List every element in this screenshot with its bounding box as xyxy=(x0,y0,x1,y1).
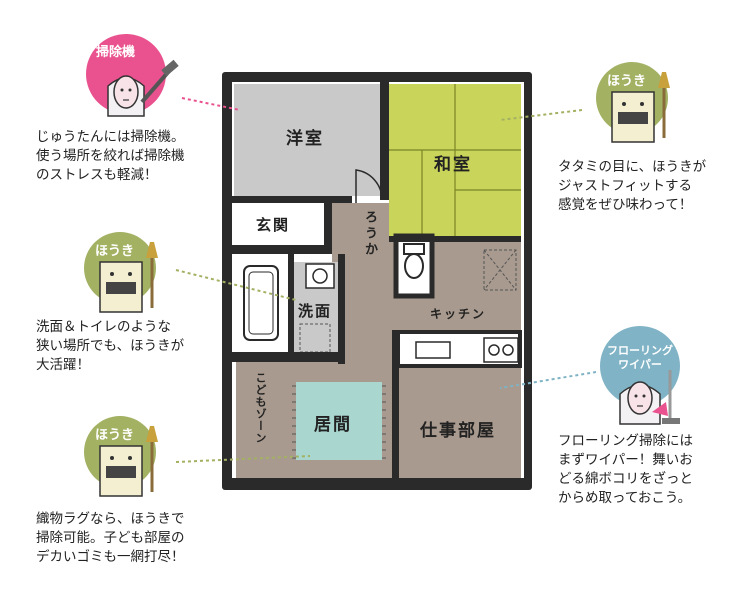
wiper-tag-line1: フローリング xyxy=(607,344,673,357)
hall-lower xyxy=(345,300,395,370)
stove xyxy=(483,337,519,363)
room-label-kids-zone: こどもゾーン xyxy=(254,372,267,444)
entrance-floor xyxy=(234,203,324,245)
room-label-washroom: 洗面 xyxy=(298,302,333,320)
wall-under-western xyxy=(232,196,352,203)
caption-tatami-line-1: タタミの目に、ほうきが xyxy=(558,159,707,175)
broom-tag-mid: ほうき xyxy=(95,244,135,259)
sink-box xyxy=(305,263,335,289)
room-label-kitchen: キッチン xyxy=(430,307,487,321)
rug-fringe xyxy=(292,385,386,459)
room-label-hallway: ろうか xyxy=(362,210,377,258)
wall-kitchen-left xyxy=(392,330,399,480)
caption-vacuum-line-1: じゅうたんには掃除機。 xyxy=(36,129,185,145)
room-label-japanese: 和室 xyxy=(434,155,472,175)
caption-tatami-line-3: 感覚をぜひ味わって！ xyxy=(558,197,693,213)
vacuum-tag: 掃除機 xyxy=(96,45,136,60)
caption-rug-line-2: 掃除可能。子ども部屋の xyxy=(36,530,185,546)
caption-washroom-line-1: 洗面＆トイレのような xyxy=(36,319,171,335)
broom-character-mid xyxy=(84,232,158,313)
wall-entrance-right xyxy=(324,203,332,253)
caption-wiper-line-2: まずワイパー！舞いお xyxy=(558,452,693,468)
wall-w-j xyxy=(380,82,389,200)
caption-washroom: 洗面＆トイレのような 狭い場所でも、ほうきが 大活躍！ xyxy=(36,318,184,375)
wiper-tag-line2: ワイパー xyxy=(618,358,662,371)
room-label-workroom: 仕事部屋 xyxy=(420,421,496,441)
caption-vacuum-line-2: 使う場所を絞れば掃除機 xyxy=(36,148,185,164)
caption-tatami: タタミの目に、ほうきが ジャストフィットする 感覚をぜひ味わって！ xyxy=(558,158,706,215)
broom-tag-bottom: ほうき xyxy=(95,428,135,443)
wall-under-tatami xyxy=(389,236,521,242)
caption-washroom-line-2: 狭い場所でも、ほうきが xyxy=(36,338,185,354)
wall-bath-right xyxy=(288,254,294,358)
kitchen-sink xyxy=(415,341,451,359)
caption-rug: 織物ラグなら、ほうきで 掃除可能。子ども部屋の デカいゴミも一網打尽！ xyxy=(36,510,185,567)
caption-vacuum-line-3: のストレスも軽減！ xyxy=(36,167,158,183)
caption-vacuum: じゅうたんには掃除機。 使う場所を絞れば掃除機 のストレスも軽減！ xyxy=(36,128,185,185)
tatami-lines xyxy=(389,84,521,236)
sink xyxy=(312,268,328,284)
broom-character-bottom xyxy=(84,416,158,497)
kids-floor xyxy=(236,362,296,480)
caption-rug-line-1: 織物ラグなら、ほうきで xyxy=(36,511,185,527)
wall-wash-right xyxy=(338,254,345,364)
caption-wiper: フローリング掃除には まずワイパー！舞いお どる綿ボコリをざっと からめ取ってお… xyxy=(558,432,693,508)
bathtub-inner xyxy=(248,271,274,335)
broom-tag-top: ほうき xyxy=(607,74,647,89)
toilet-tank xyxy=(403,243,425,255)
caption-tatami-line-2: ジャストフィットする xyxy=(558,178,693,194)
fridge-space xyxy=(483,249,517,291)
connectors xyxy=(175,97,597,463)
bathtub xyxy=(243,265,279,341)
vacuum-character xyxy=(86,34,179,117)
wall-entrance-bottom xyxy=(232,245,332,254)
room-label-entrance: 玄関 xyxy=(256,216,291,234)
broom-character-top xyxy=(596,62,670,143)
wall-bath-bottom xyxy=(232,352,345,362)
wall-bottom xyxy=(232,478,524,482)
toilet-bowl xyxy=(404,253,424,279)
room-label-living: 居間 xyxy=(314,415,352,435)
caption-rug-line-3: デカいゴミも一網打尽！ xyxy=(36,549,185,565)
caption-washroom-line-3: 大活躍！ xyxy=(36,357,90,373)
caption-wiper-line-1: フローリング掃除には xyxy=(558,433,693,449)
wiper-character xyxy=(600,326,680,425)
caption-wiper-line-4: からめ取っておこう。 xyxy=(558,490,692,506)
room-label-western: 洋室 xyxy=(286,129,324,149)
rug xyxy=(296,382,382,460)
door-swing xyxy=(355,169,383,203)
caption-wiper-line-3: どる綿ボコリをざっと xyxy=(558,471,693,487)
